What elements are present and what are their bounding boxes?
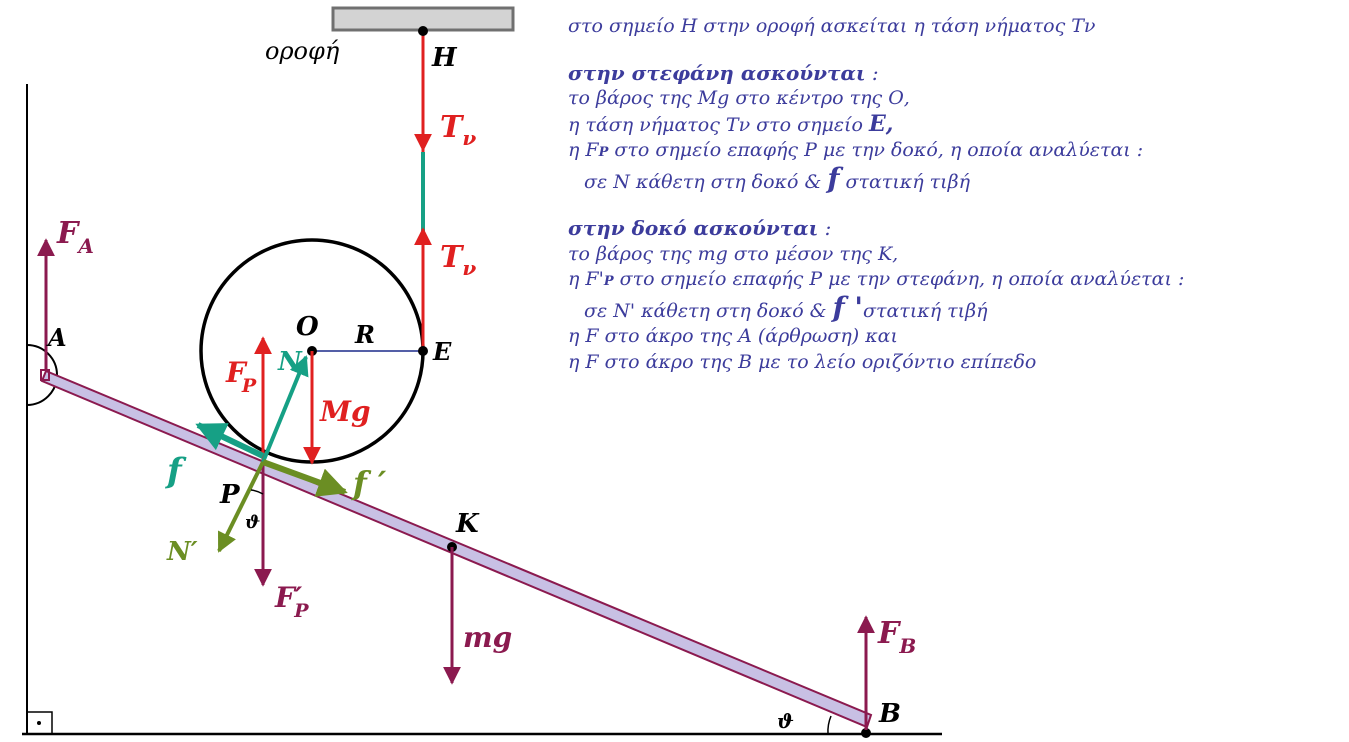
label-N-prime: N′ xyxy=(166,537,198,567)
note-rod-floor: η F στο άκρο της Β με το λείο οριζόντιο … xyxy=(568,350,1037,373)
label-Mg: Mg xyxy=(319,395,371,428)
label-FP: FP xyxy=(225,356,257,397)
label-Tv-low: Tν xyxy=(440,240,476,280)
note-hoop-tension: η τάση νήματος Τν στο σημείο Ε, xyxy=(568,110,894,137)
label-Tv-top: Tν xyxy=(440,110,476,150)
section-rod-title: στην δοκό ασκούνται : xyxy=(568,216,832,240)
theta-arc-B xyxy=(827,715,832,735)
normal-N-arrow xyxy=(261,355,309,463)
section-hoop-title: στην στεφάνη ασκούνται : xyxy=(568,60,879,85)
right-angle-marker xyxy=(26,711,53,735)
friction-f-arrow xyxy=(195,422,265,459)
label-K: K xyxy=(455,509,480,539)
note-hoop-contact: η FP στο σημείο επαφής P με την δοκό, η … xyxy=(568,139,1144,161)
theta-arc-P xyxy=(250,489,264,495)
label-H: H xyxy=(431,43,458,73)
label-f-prime: f ′ xyxy=(351,464,387,502)
label-theta-B: ϑ xyxy=(777,709,794,733)
note-hoop-decompose: σε N κάθετη στη δοκό & f στατική τιβή xyxy=(584,161,970,195)
label-B: B xyxy=(878,699,901,729)
note-rod-hinge: η F στο άκρο της Α (άρθρωση) και xyxy=(568,325,898,347)
label-P: P xyxy=(219,480,241,510)
friction-fprime-arrow xyxy=(261,459,348,497)
point-B xyxy=(861,728,871,738)
label-FB: FB xyxy=(877,616,916,658)
normal-Nprime-arrow xyxy=(217,461,265,553)
note-rod-decompose: σε N' κάθετη στη δοκό & f 'στατική τιβή xyxy=(584,290,988,324)
label-N: N xyxy=(277,347,303,377)
label-R: R xyxy=(354,320,375,349)
label-A: A xyxy=(46,323,67,352)
explanation-text: στο σημείο Η στην οροφή ασκείται η τάση … xyxy=(568,14,1338,375)
label-mg: mg xyxy=(463,621,512,654)
right-angle-dot xyxy=(37,721,41,725)
label-f: f xyxy=(165,451,187,491)
ceiling-label: οροφή xyxy=(265,37,340,65)
label-FP-prime: F′P xyxy=(274,581,309,622)
note-rod-contact: η F'P στο σημείο επαφής P με την στεφάνη… xyxy=(568,268,1185,290)
note-hoop-weight: το βάρος της Mg στο κέντρο της Ο, xyxy=(568,87,910,109)
point-E xyxy=(418,346,428,356)
note-line-ceiling: στο σημείο Η στην οροφή ασκείται η τάση … xyxy=(568,15,1096,37)
point-H xyxy=(418,26,428,36)
label-FA: FA xyxy=(56,216,94,258)
label-O: O xyxy=(296,312,319,342)
note-rod-weight: το βάρος της mg στο μέσον της Κ, xyxy=(568,242,899,265)
label-E: E xyxy=(432,337,452,366)
label-theta-P: ϑ xyxy=(245,512,260,533)
